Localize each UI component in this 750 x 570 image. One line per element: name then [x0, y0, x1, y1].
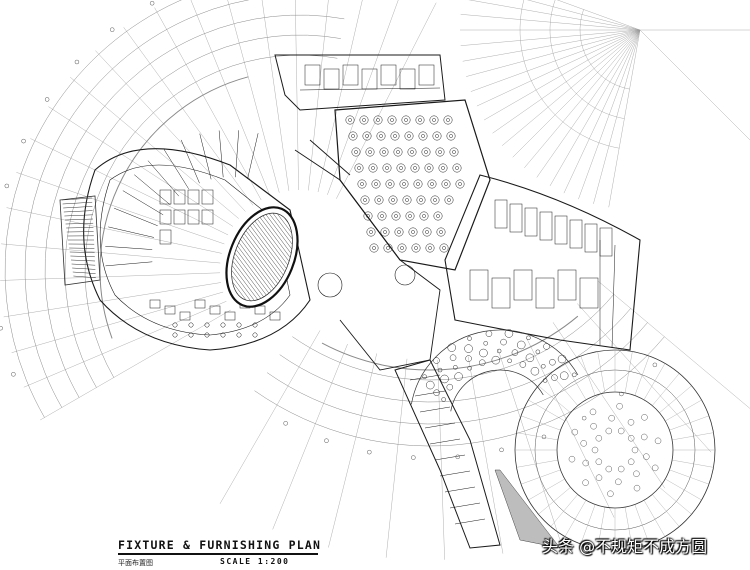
north-block	[274, 54, 446, 111]
east-wing	[444, 174, 641, 351]
dimension-markers	[0, 0, 658, 460]
west-staircase	[59, 195, 101, 286]
arc-gridlines	[4, 0, 665, 447]
title-underline	[118, 553, 318, 555]
south-wing	[394, 359, 561, 549]
central-corridor	[294, 139, 441, 371]
plan-title: FIXTURE & FURNISHING PLAN	[118, 538, 322, 552]
plan-subtitle: 平面布置图	[118, 559, 153, 567]
plan-scale: SCALE 1:200	[220, 557, 290, 566]
title-block: FIXTURE & FURNISHING PLAN 平面布置图 SCALE 1:…	[118, 538, 322, 567]
ballroom	[334, 99, 491, 271]
watermark-text: 头条 @不规矩不成方圆	[542, 537, 708, 556]
circular-courtyard	[514, 349, 716, 551]
west-wing	[83, 130, 311, 351]
top-right-fan	[460, 0, 750, 208]
